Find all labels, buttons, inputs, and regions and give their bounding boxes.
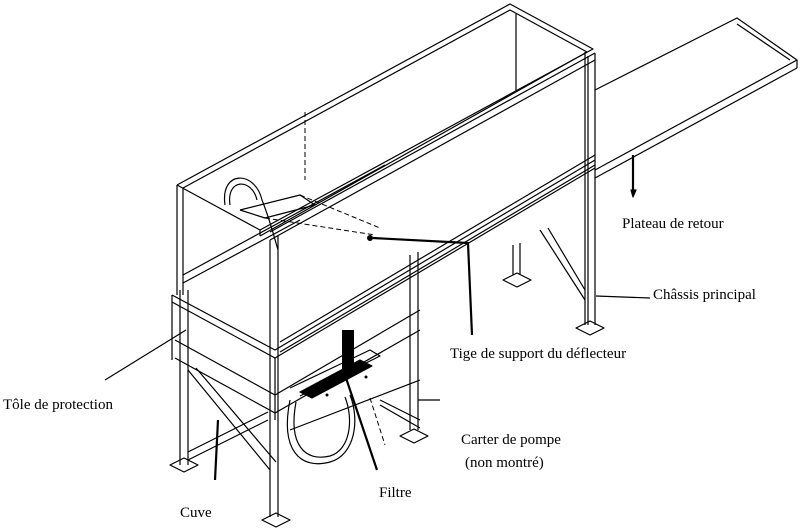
- front-posts: [176, 52, 596, 517]
- return-tray: [594, 17, 798, 198]
- label-filtre: Filtre: [379, 485, 412, 501]
- label-cuve: Cuve: [180, 505, 212, 521]
- upper-tank: [176, 3, 596, 353]
- label-tige-support-deflecteur: Tige de support du déflecteur: [450, 346, 627, 362]
- label-plateau-de-retour: Plateau de retour: [622, 216, 724, 232]
- label-tole-de-protection: Tôle de protection: [3, 397, 113, 413]
- foot-plates: [169, 272, 605, 528]
- protection-sheet: [171, 159, 596, 430]
- deflector-rod: [239, 194, 474, 336]
- leader-lines: [104, 295, 651, 481]
- hopper: [187, 367, 421, 471]
- label-non-montre: (non montré): [465, 455, 544, 471]
- hose: [223, 177, 356, 465]
- label-chassis-principal: Châssis principal: [653, 287, 756, 303]
- rear-legs: [418, 227, 586, 401]
- filter: [289, 349, 381, 399]
- label-carter-de-pompe: Carter de pompe: [461, 432, 561, 448]
